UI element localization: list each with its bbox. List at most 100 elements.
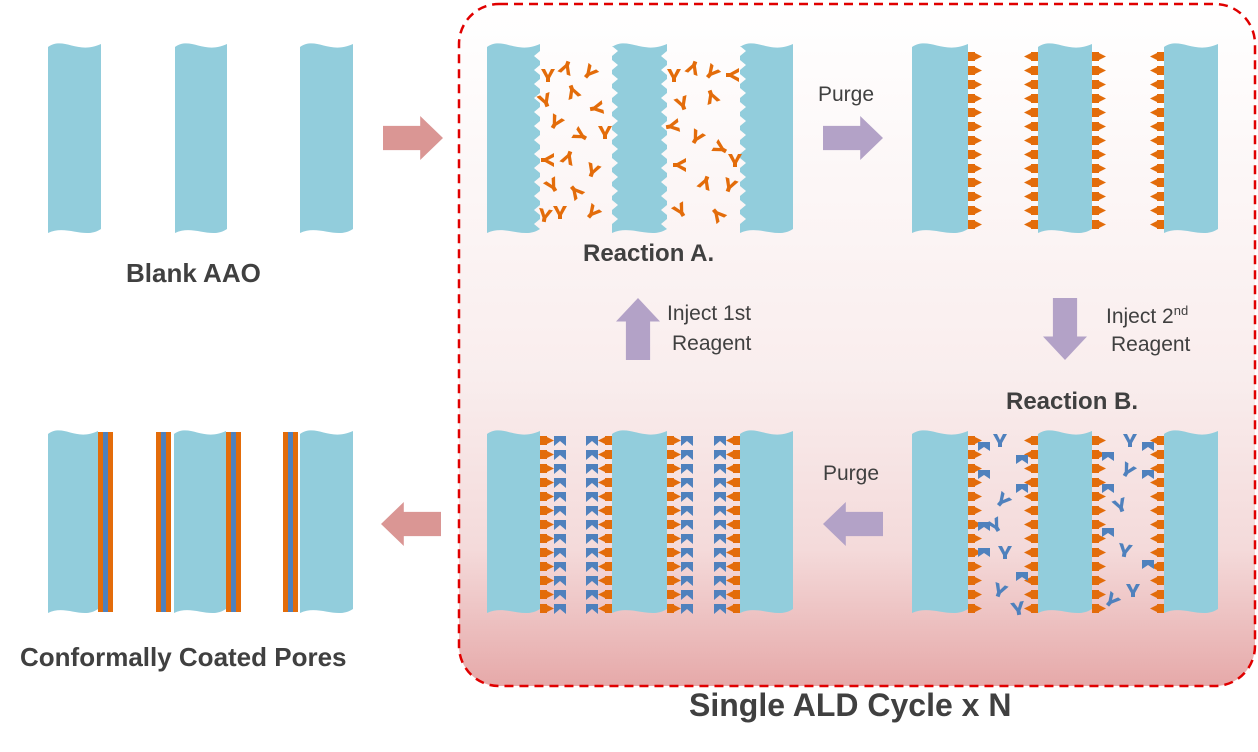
ligand-tip (975, 451, 982, 458)
ligand-tip (975, 465, 982, 472)
coating-2 (156, 432, 171, 612)
bilayer-b-unit (714, 562, 726, 572)
ligand-tip (1150, 207, 1157, 214)
molecule-body (993, 434, 1007, 447)
inject-1st-line2: Reagent (672, 332, 752, 355)
inject-2nd-sup: nd (1173, 303, 1189, 318)
ligand-tip (547, 521, 554, 528)
bilayer-b-unit (586, 464, 598, 474)
coating-layer-a (293, 432, 298, 612)
reaction-a-pillar-1 (487, 43, 540, 234)
ligand-tip (674, 507, 681, 514)
ligand-base (1092, 122, 1099, 131)
inject-2nd-line2: Reagent (1111, 333, 1191, 356)
ligand-tip (726, 493, 733, 500)
ligand-base (1157, 136, 1164, 145)
bilayer-b-unit (714, 534, 726, 544)
ligand-base (1092, 94, 1099, 103)
coating-layer-a (283, 432, 288, 612)
ligand-base (733, 436, 740, 445)
ligand-base (1031, 66, 1038, 75)
ligand-base (667, 534, 674, 543)
blank-pillar-1 (48, 43, 101, 234)
ligand-base (605, 492, 612, 501)
bilayer-b-3 (681, 436, 693, 614)
purge-a-pillar-2 (1038, 43, 1092, 234)
ligand-tip (1024, 81, 1031, 88)
ligand-base (968, 80, 975, 89)
ligand-tip (1099, 507, 1106, 514)
ligand-base (1031, 192, 1038, 201)
molecule-body (998, 546, 1012, 559)
ligand-tip (1099, 81, 1106, 88)
molecule-body (536, 91, 550, 108)
ligand-tip (547, 507, 554, 514)
ligand-base (733, 506, 740, 515)
ligand-tip (1150, 437, 1157, 444)
ligand-base (968, 150, 975, 159)
precursor-a-molecule (569, 185, 586, 202)
precursor-a-molecule (536, 91, 550, 108)
bonded-b-molecule (1016, 484, 1028, 493)
molecule-body (588, 161, 602, 178)
ligand-base (1031, 136, 1038, 145)
precursor-a-molecule (728, 154, 742, 167)
precursor-b-molecule (1105, 590, 1122, 607)
ligand-tip (1150, 451, 1157, 458)
ligand-base (733, 604, 740, 613)
bilayer-b-unit (586, 436, 598, 446)
monolayer-a-4 (1150, 52, 1164, 229)
ligand-tip (1099, 95, 1106, 102)
precursor-a-molecule (711, 138, 728, 154)
molecule-body (1123, 434, 1137, 447)
molecule-body (559, 150, 573, 167)
ligand-base (1092, 164, 1099, 173)
bilayer-b-unit (681, 590, 693, 600)
ligand-base (540, 520, 547, 529)
molecule-body (665, 118, 681, 132)
bonded-b-molecule (1102, 452, 1114, 461)
ligand-tip (1150, 577, 1157, 584)
reaction-a-pillar-2 (612, 43, 667, 234)
ligand-tip (598, 451, 605, 458)
coating-layer-b (103, 432, 108, 612)
ligand-tip (674, 535, 681, 542)
ligand-base (968, 220, 975, 229)
ligand-tip (598, 563, 605, 570)
ligand-base (1157, 108, 1164, 117)
ligand-tip (975, 193, 982, 200)
ligand-tip (975, 53, 982, 60)
ligand-tip (975, 605, 982, 612)
ligand-tip (975, 493, 982, 500)
ligand-base (1157, 206, 1164, 215)
ligand-base (667, 590, 674, 599)
ligand-base (667, 450, 674, 459)
ligand-base (733, 478, 740, 487)
molecule-body (726, 68, 739, 82)
ligand-tip (1099, 465, 1106, 472)
ligand-base (540, 576, 547, 585)
ligand-tip (975, 137, 982, 144)
reaction-b-monolayer-1 (968, 436, 982, 613)
bonded-b-molecule (1142, 442, 1154, 451)
ligand-tip (1150, 81, 1157, 88)
ligand-tip (1024, 67, 1031, 74)
bilayer-b-unit (554, 590, 566, 600)
molecule-body (691, 128, 707, 145)
bonded-b-molecule (978, 548, 990, 557)
arrow-to-result (381, 502, 441, 546)
ligand-base (1031, 220, 1038, 229)
bilayer-a-2 (598, 436, 612, 613)
reaction-a-pillar-3 (740, 43, 793, 234)
ligand-tip (1024, 221, 1031, 228)
ligand-base (540, 534, 547, 543)
ligand-base (968, 604, 975, 613)
ligand-tip (1099, 137, 1106, 144)
ligand-base (733, 450, 740, 459)
bilayer-b-unit (554, 450, 566, 460)
ligand-tip (1099, 535, 1106, 542)
ligand-base (1092, 436, 1099, 445)
ligand-tip (1150, 221, 1157, 228)
ligand-base (1157, 66, 1164, 75)
precursor-a-molecule (583, 62, 600, 79)
